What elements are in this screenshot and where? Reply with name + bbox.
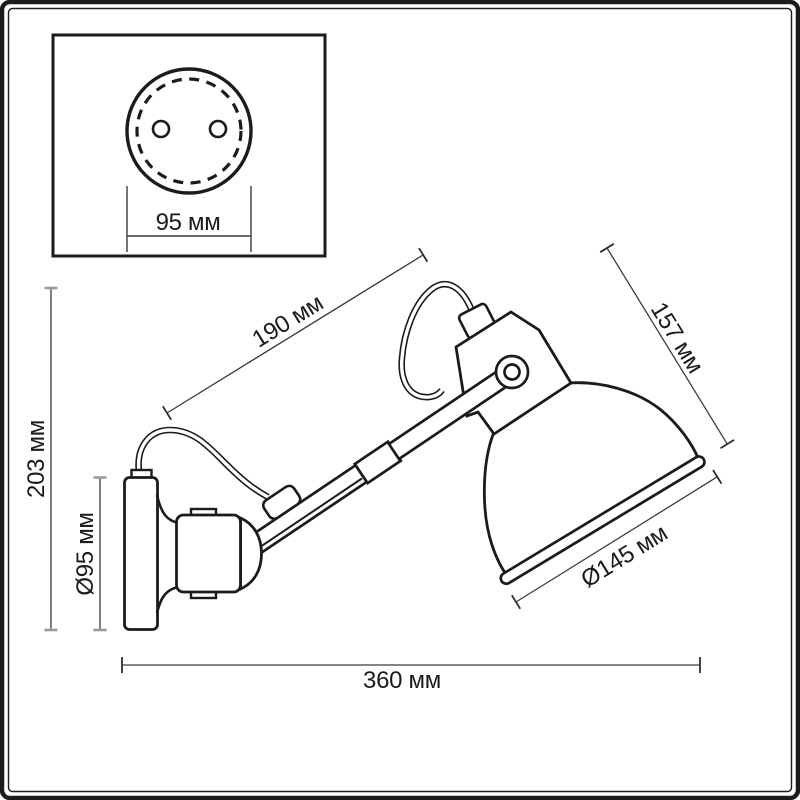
dim-overall-height: 203 мм bbox=[23, 286, 58, 632]
shade-left-edge bbox=[482, 431, 511, 579]
shade-top-edge bbox=[568, 381, 701, 461]
knuckle-block bbox=[175, 513, 242, 594]
lamp-shade bbox=[482, 381, 706, 586]
mount-plate-dashed-circle bbox=[135, 77, 243, 185]
dim-overall-depth: 360 мм bbox=[121, 657, 701, 694]
dim-label-mount-width: 95 мм bbox=[156, 209, 221, 236]
mount-detail-inset: 95 мм bbox=[51, 33, 327, 258]
dim-label-overall-depth: 360 мм bbox=[363, 667, 441, 694]
wall-cable bbox=[135, 426, 270, 500]
dim-mount-width: 95 мм bbox=[126, 186, 252, 252]
arm-sleeve-highlight-line bbox=[257, 477, 363, 550]
wall-plate bbox=[123, 476, 159, 631]
mount-hole-right bbox=[208, 119, 228, 139]
wall-lamp-side-view bbox=[123, 280, 706, 631]
mount-hole-left bbox=[151, 119, 171, 139]
shade-rim bbox=[499, 455, 706, 586]
frame-inner-border bbox=[7, 7, 793, 793]
pivot-joint-inner bbox=[503, 363, 521, 381]
head-cable bbox=[398, 280, 476, 401]
dim-label-overall-height: 203 мм bbox=[23, 420, 50, 498]
knuckle-dome bbox=[239, 515, 263, 592]
cable-clamp bbox=[261, 484, 302, 521]
mount-plate-circle bbox=[125, 67, 253, 195]
dim-label-base-diameter: Ø95 мм bbox=[72, 512, 99, 595]
dim-base-diameter: Ø95 мм bbox=[72, 476, 107, 632]
